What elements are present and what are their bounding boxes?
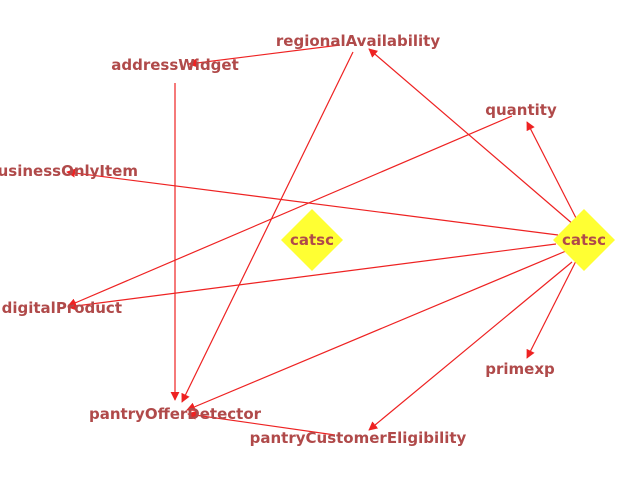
edge-catsc_right-to-pantryCustomerEligibility bbox=[368, 261, 573, 431]
node-catsc-center-diamond[interactable] bbox=[281, 209, 343, 271]
edge-catsc_right-to-quantity bbox=[526, 121, 577, 219]
edge-quantity-to-digitalProduct bbox=[67, 115, 513, 307]
edge-catsc_right-to-regionalAvailability bbox=[368, 48, 575, 226]
node-regional-availability[interactable]: regionalAvailability bbox=[276, 32, 440, 50]
edge-catsc_right-to-pantryOfferDetector bbox=[186, 250, 567, 412]
edges-group bbox=[66, 44, 579, 436]
node-catsc-center[interactable]: catsc bbox=[290, 231, 334, 249]
node-pantry-customer-eligibility[interactable]: pantryCustomerEligibility bbox=[250, 429, 467, 447]
edge-regionalAvailability-to-addressWidget bbox=[188, 44, 341, 68]
node-business-only-item[interactable]: businessOnlyItem bbox=[0, 162, 138, 180]
node-quantity[interactable]: quantity bbox=[485, 101, 557, 119]
edge-catsc_right-to-primexp bbox=[526, 256, 579, 359]
node-catsc-right[interactable]: catsc bbox=[562, 231, 606, 249]
edge-catsc_right-to-businessOnlyItem bbox=[66, 168, 559, 236]
edge-pantryCustomerEligibility-to-pantryOfferDetector bbox=[187, 410, 336, 436]
node-primexp[interactable]: primexp bbox=[485, 360, 555, 378]
edge-regionalAvailability-to-pantryOfferDetector bbox=[181, 51, 354, 403]
node-digital-product[interactable]: digitalProduct bbox=[2, 299, 122, 317]
node-catsc-right-diamond[interactable] bbox=[553, 209, 615, 271]
node-address-widget[interactable]: addressWidget bbox=[111, 56, 239, 74]
edge-catsc_right-to-digitalProduct bbox=[67, 243, 557, 311]
node-pantry-offer-detector[interactable]: pantryOfferDetector bbox=[89, 405, 262, 423]
